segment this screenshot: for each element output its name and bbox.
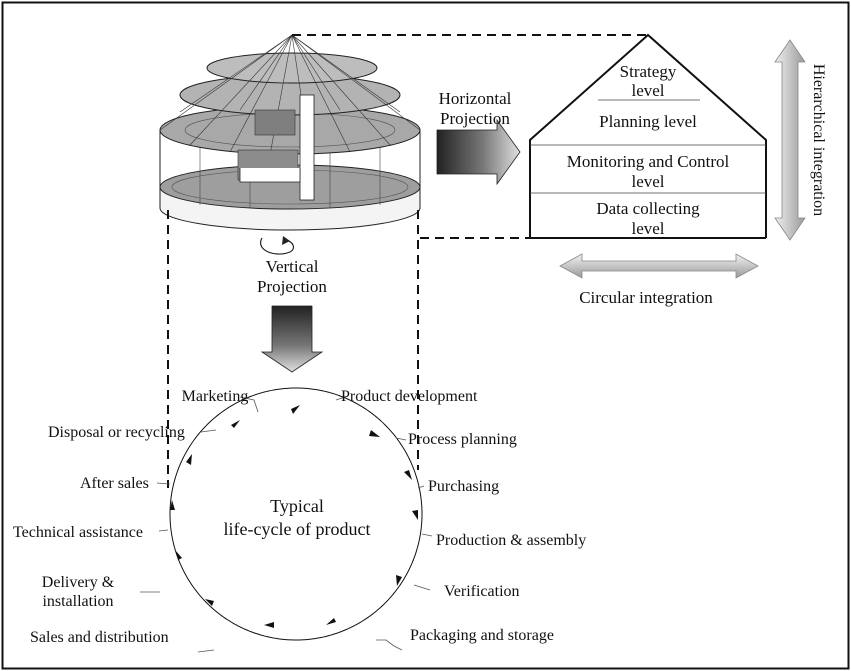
stage-purchasing: Purchasing [428,478,499,495]
central-shaft [299,94,315,201]
projection-dashes [167,34,648,488]
hierarchical-integration-arrow [774,39,806,241]
stage-delivery-installation-2: installation [42,593,113,610]
stage-technical-assistance: Technical assistance [13,524,143,541]
stage-after-sales: After sales [80,475,149,492]
hierarchical-integration-label: Hierarchical integration [810,64,827,216]
stage-packaging-storage: Packaging and storage [410,627,554,644]
planning-level-label: Planning level [599,112,697,131]
stage-production-assembly: Production & assembly [436,532,586,549]
horizontal-projection-label-1: Horizontal [439,89,512,108]
vertical-projection-label-2: Projection [257,277,327,296]
stage-process-planning: Process planning [408,431,517,448]
hierarchy-house [529,33,767,239]
vertical-projection-arrow [260,305,324,373]
layered-cylinder-model [159,34,421,255]
data-level-label-2: level [631,219,664,238]
monitoring-level-label-1: Monitoring and Control [567,152,730,171]
disk-layer-1 [206,52,378,84]
stage-disposal-recycling: Disposal or recycling [48,424,185,441]
data-level-label-1: Data collecting [596,199,700,218]
lifecycle-center-label-2: life-cycle of product [224,519,371,539]
stage-product-development: Product development [341,388,478,405]
stage-leader-lines [140,395,433,653]
stage-sales-distribution: Sales and distribution [30,629,169,646]
lifecycle-circle [169,387,423,641]
lifecycle-arrowheads [170,405,418,628]
rotation-swirl [259,237,295,255]
strategy-level-label-1: Strategy [620,62,677,81]
stage-marketing: Marketing [182,388,249,405]
stage-verification: Verification [444,583,520,600]
horizontal-projection-arrow [436,118,521,186]
vertical-projection-label-1: Vertical [266,257,319,276]
monitoring-level-label-2: level [631,172,664,191]
stage-delivery-installation-1: Delivery & [42,574,115,591]
lifecycle-center-label-1: Typical [270,496,324,516]
strategy-level-label-2: level [631,81,664,100]
circular-integration-label: Circular integration [579,288,713,307]
circular-integration-arrow [559,253,759,279]
horizontal-projection-label-2: Projection [440,109,510,128]
